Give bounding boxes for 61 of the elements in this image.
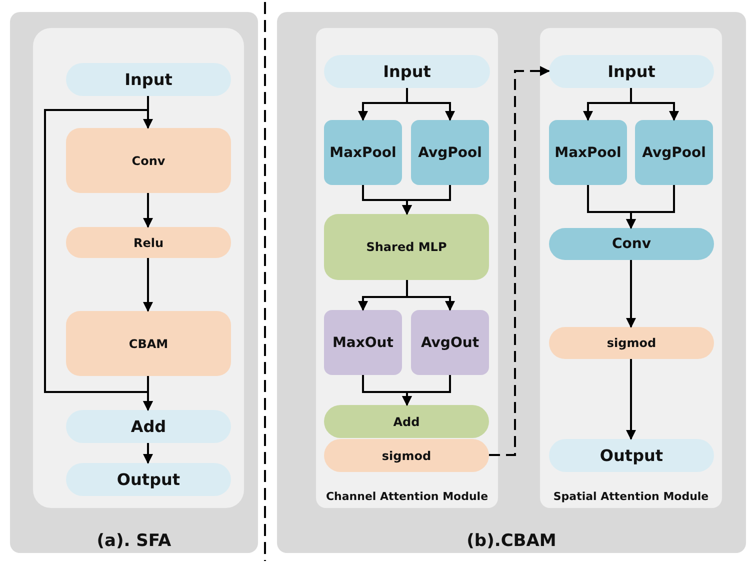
process-box — [635, 120, 713, 185]
arrow — [626, 185, 675, 229]
node-label: MaxPool — [330, 144, 396, 160]
arrow — [402, 185, 451, 215]
arrow — [143, 193, 153, 228]
process-box — [324, 310, 402, 375]
node-label: Output — [116, 470, 180, 489]
arrow — [626, 359, 636, 440]
process-box — [66, 410, 231, 443]
terminal-box — [549, 55, 714, 88]
panel — [33, 28, 244, 508]
node-label: MaxOut — [332, 334, 394, 350]
arrow — [406, 88, 455, 121]
process-box — [324, 214, 489, 280]
node-label: AvgPool — [418, 144, 482, 160]
process-box — [66, 311, 231, 376]
node-label: sigmod — [382, 448, 432, 462]
process-box — [324, 405, 489, 438]
panel — [316, 28, 498, 508]
process-box — [66, 227, 231, 258]
arrow — [630, 88, 679, 121]
process-box — [549, 327, 714, 359]
node-label: CBAM — [128, 336, 168, 350]
process-box — [549, 228, 714, 260]
node-label: Output — [600, 446, 664, 465]
node-label: Input — [124, 70, 172, 89]
panel-title: Channel Attention Module — [324, 490, 490, 503]
arrow — [406, 280, 455, 311]
terminal-box — [324, 55, 490, 88]
process-box — [66, 128, 231, 193]
terminal-box — [66, 63, 231, 96]
node-label: AvgOut — [420, 334, 480, 350]
node-label: sigmod — [606, 336, 656, 350]
panel-title: (b).CBAM — [466, 531, 558, 551]
node-label: Shared MLP — [366, 240, 447, 254]
node-label: Input — [608, 62, 656, 81]
panel — [10, 12, 258, 553]
arrow — [489, 66, 550, 456]
process-box — [324, 439, 489, 472]
panel — [277, 12, 746, 553]
terminal-box — [66, 463, 231, 496]
arrow — [626, 260, 636, 328]
panel — [540, 28, 722, 508]
node-label: MaxPool — [554, 144, 622, 160]
arrow — [402, 375, 451, 406]
node-label: AvgPool — [642, 144, 706, 160]
panel-title: (a). SFA — [96, 531, 172, 551]
process-box — [411, 120, 489, 185]
process-box — [324, 120, 402, 185]
terminal-box — [549, 439, 714, 472]
node-label: Relu — [133, 236, 164, 250]
arrow — [143, 443, 153, 464]
node-label: Conv — [612, 236, 651, 252]
process-box — [411, 310, 489, 375]
node-label: Add — [130, 417, 166, 436]
process-box — [549, 120, 627, 185]
node-label: Input — [383, 62, 431, 81]
node-label: Conv — [132, 154, 166, 168]
node-label: Add — [393, 414, 420, 428]
arrow — [143, 258, 153, 312]
panel-title: Spatial Attention Module — [552, 490, 710, 503]
